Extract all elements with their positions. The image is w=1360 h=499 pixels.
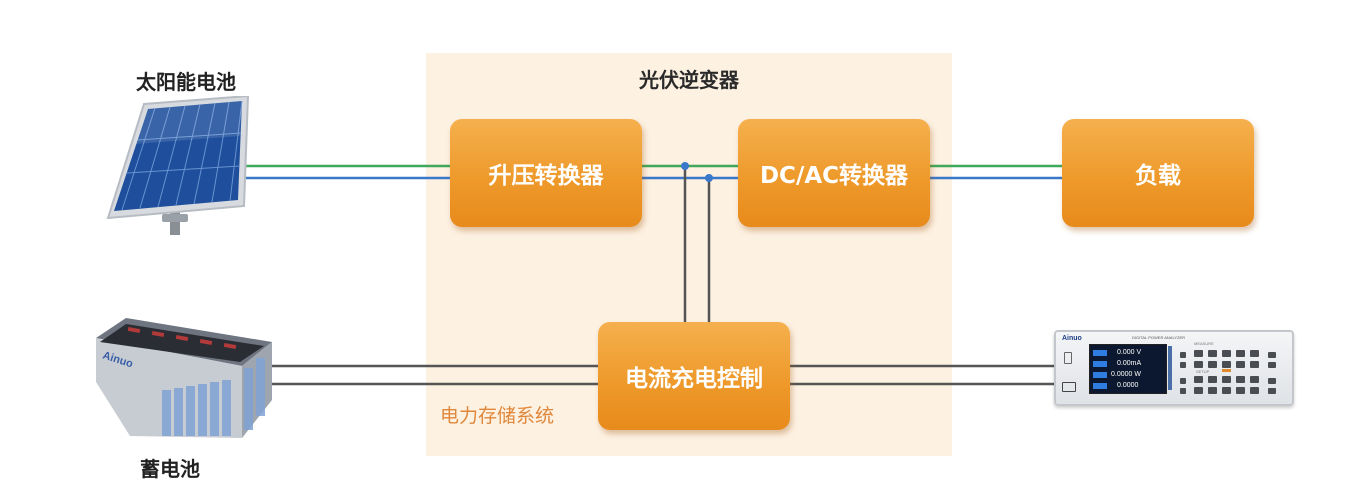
solar-panel-label: 太阳能电池 <box>136 70 236 94</box>
analyzer-model: DIGITAL POWER ANALYZER <box>1132 335 1186 340</box>
reading-row: 0.0000 W <box>1093 371 1165 380</box>
battery-icon: Ainuo <box>96 318 272 438</box>
reading-row: 0.0000 <box>1093 382 1165 391</box>
load-label: 负载 <box>1135 163 1181 189</box>
charge-control-label: 电流充电控制 <box>625 366 763 392</box>
battery-label: 蓄电池 <box>140 457 200 481</box>
reading-value: 0.00mA <box>1117 360 1142 367</box>
power-analyzer: Ainuo DIGITAL POWER ANALYZER 0.000 V 0.0… <box>1054 330 1294 406</box>
junction-dot-2 <box>705 174 713 182</box>
power-button-icon <box>1064 352 1072 364</box>
charge-control-block: 电流充电控制 <box>598 322 790 430</box>
analyzer-group-label: MEASURE <box>1194 341 1214 346</box>
inverter-region-title: 光伏逆变器 <box>639 68 739 92</box>
reading-value: 0.0000 <box>1117 382 1139 389</box>
analyzer-side-bar <box>1168 346 1172 390</box>
analyzer-screen: 0.000 V 0.00mA 0.0000 W 0.0000 <box>1089 344 1167 394</box>
boost-converter-block: 升压转换器 <box>450 119 642 227</box>
reading-row: 0.000 V <box>1093 349 1165 358</box>
usb-port-icon <box>1062 382 1076 392</box>
channel-tag <box>1093 372 1107 378</box>
analyzer-group-label: SETUP <box>1196 369 1210 374</box>
reading-value: 0.000 V <box>1117 349 1142 356</box>
analyzer-keypad <box>1180 350 1276 394</box>
load-block: 负载 <box>1062 119 1254 227</box>
channel-tag <box>1093 383 1107 389</box>
boost-converter-label: 升压转换器 <box>488 163 604 189</box>
channel-tag <box>1093 350 1107 356</box>
dcac-converter-label: DC/AC转换器 <box>759 163 909 189</box>
dcac-converter-block: DC/AC转换器 <box>738 119 930 227</box>
reading-row: 0.00mA <box>1093 360 1165 369</box>
reading-value: 0.0000 W <box>1111 371 1141 378</box>
solar-panel-icon <box>106 96 250 235</box>
analyzer-brand: Ainuo <box>1062 335 1082 342</box>
storage-system-label: 电力存储系统 <box>440 405 555 427</box>
junction-dot-1 <box>681 162 689 170</box>
channel-tag <box>1093 361 1107 367</box>
